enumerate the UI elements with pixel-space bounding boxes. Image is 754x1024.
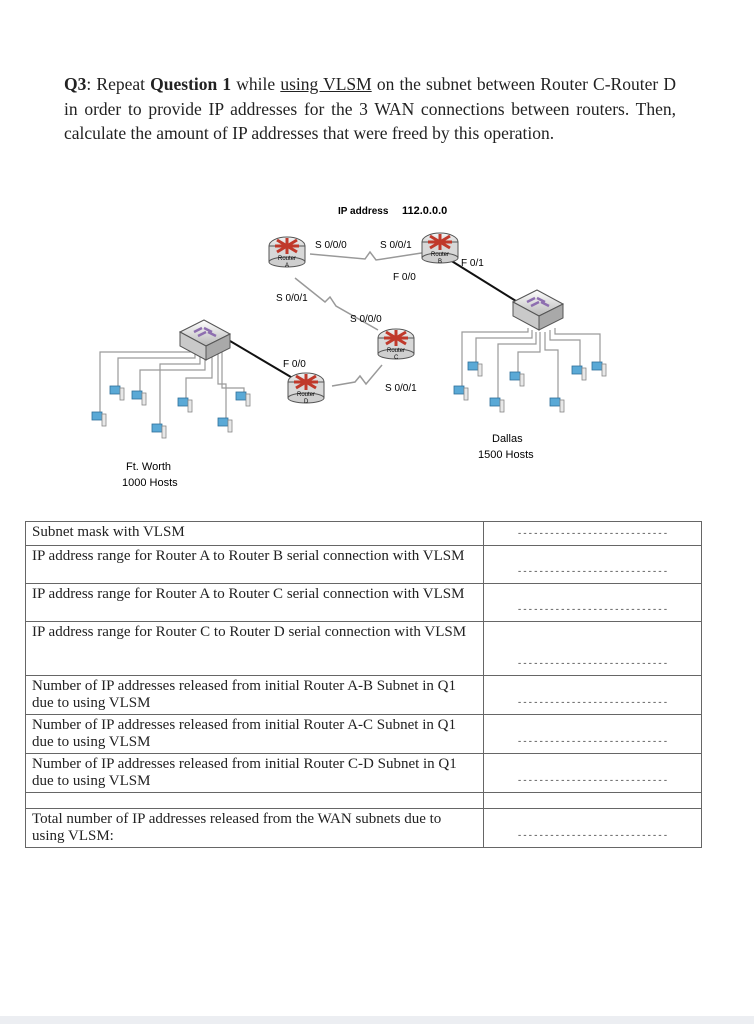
table-row: IP address range for Router C to Router … xyxy=(25,621,702,676)
question-reference: Question 1 xyxy=(150,74,232,94)
dallas-lan-cabling xyxy=(461,328,601,402)
router-a: Router A xyxy=(268,236,306,269)
router-c-letter: C xyxy=(394,355,399,361)
router-d-word: Router xyxy=(297,392,315,398)
label-b-s001: S 0/0/1 xyxy=(380,240,412,251)
answer-placeholder: ---------------------------- xyxy=(516,605,669,615)
row-label: IP address range for Router C to Router … xyxy=(25,621,484,676)
table-row: IP address range for Router A to Router … xyxy=(25,583,702,622)
answer-placeholder: ---------------------------- xyxy=(516,698,669,708)
dallas-name: Dallas xyxy=(492,433,523,445)
table-row: Number of IP addresses released from ini… xyxy=(25,714,702,754)
question-part-1: Repeat xyxy=(91,74,151,94)
ftworth-pc-icons xyxy=(91,385,251,439)
answer-placeholder: ---------------------------- xyxy=(516,567,669,577)
serial-link-c-d xyxy=(331,364,383,387)
question-colon: : xyxy=(86,74,92,94)
table-row: Number of IP addresses released from ini… xyxy=(25,753,702,793)
router-b-letter: B xyxy=(438,259,442,265)
answer-blank[interactable]: ---------------------------- xyxy=(483,583,702,622)
answer-placeholder: ---------------------------- xyxy=(516,831,669,841)
label-b-f01: F 0/1 xyxy=(461,258,484,269)
row-label: Number of IP addresses released from ini… xyxy=(25,714,484,754)
table-row: Subnet mask with VLSM ------------------… xyxy=(25,521,702,546)
label-b-f00: F 0/0 xyxy=(393,272,416,283)
row-label: Number of IP addresses released from ini… xyxy=(25,675,484,715)
serial-link-a-b xyxy=(309,250,429,261)
router-a-letter: A xyxy=(285,263,289,269)
ftworth-hosts: 1000 Hosts xyxy=(122,477,178,489)
link-d-ftworth-switch xyxy=(224,337,297,381)
row-label: IP address range for Router A to Router … xyxy=(25,545,484,584)
ftworth-switch xyxy=(178,319,232,361)
row-label: Total number of IP addresses released fr… xyxy=(25,808,484,848)
ftworth-lan-cabling xyxy=(99,346,245,428)
ip-address-label: IP address xyxy=(338,206,389,217)
question-part-3: on the subnet between Router C-Router D … xyxy=(64,74,676,143)
row-label: IP address range for Router A to Router … xyxy=(25,583,484,622)
answer-blank[interactable]: ---------------------------- xyxy=(483,621,702,676)
router-b: Router B xyxy=(421,232,459,265)
answer-placeholder: ---------------------------- xyxy=(516,776,669,786)
answer-table: Subnet mask with VLSM ------------------… xyxy=(25,521,702,848)
router-a-word: Router xyxy=(278,256,296,262)
ftworth-name: Ft. Worth xyxy=(126,461,171,473)
link-b-dallas-switch xyxy=(449,259,525,307)
table-row: Total number of IP addresses released fr… xyxy=(25,808,702,848)
dallas-hosts: 1500 Hosts xyxy=(478,449,534,461)
router-d-letter: D xyxy=(304,399,309,405)
question-part-2: while xyxy=(231,74,281,94)
label-a-s001: S 0/0/1 xyxy=(276,293,308,304)
answer-blank[interactable]: ---------------------------- xyxy=(483,714,702,754)
answer-blank[interactable]: ---------------------------- xyxy=(483,521,702,546)
table-row: Number of IP addresses released from ini… xyxy=(25,675,702,715)
answer-blank[interactable]: ---------------------------- xyxy=(483,808,702,848)
table-spacer-row xyxy=(25,792,702,809)
dallas-switch xyxy=(511,289,565,331)
table-row: IP address range for Router A to Router … xyxy=(25,545,702,584)
row-label: Subnet mask with VLSM xyxy=(25,521,484,546)
network-diagram: IP address 112.0.0.0 xyxy=(91,205,607,489)
label-a-s000: S 0/0/0 xyxy=(315,240,347,251)
ip-address-value: 112.0.0.0 xyxy=(402,205,447,217)
answer-placeholder: ---------------------------- xyxy=(516,659,669,669)
router-b-word: Router xyxy=(431,252,449,258)
label-c-s001: S 0/0/1 xyxy=(385,383,417,394)
question-text: Q3: Repeat Question 1 while using VLSM o… xyxy=(64,72,676,146)
router-c: Router C xyxy=(377,328,415,361)
answer-placeholder: ---------------------------- xyxy=(516,529,669,539)
answer-blank[interactable]: ---------------------------- xyxy=(483,753,702,793)
answer-blank[interactable]: ---------------------------- xyxy=(483,675,702,715)
question-number: Q3 xyxy=(64,74,87,94)
bottom-bar xyxy=(0,1016,754,1024)
label-c-s000: S 0/0/0 xyxy=(350,314,382,325)
router-d: Router D xyxy=(287,372,325,405)
label-d-f00: F 0/0 xyxy=(283,359,306,370)
row-label: Number of IP addresses released from ini… xyxy=(25,753,484,793)
answer-placeholder: ---------------------------- xyxy=(516,737,669,747)
serial-link-a-c xyxy=(294,277,379,331)
answer-blank[interactable]: ---------------------------- xyxy=(483,545,702,584)
question-vlsm: using VLSM xyxy=(280,74,372,94)
router-c-word: Router xyxy=(387,348,405,354)
dallas-pc-icons xyxy=(453,361,607,413)
